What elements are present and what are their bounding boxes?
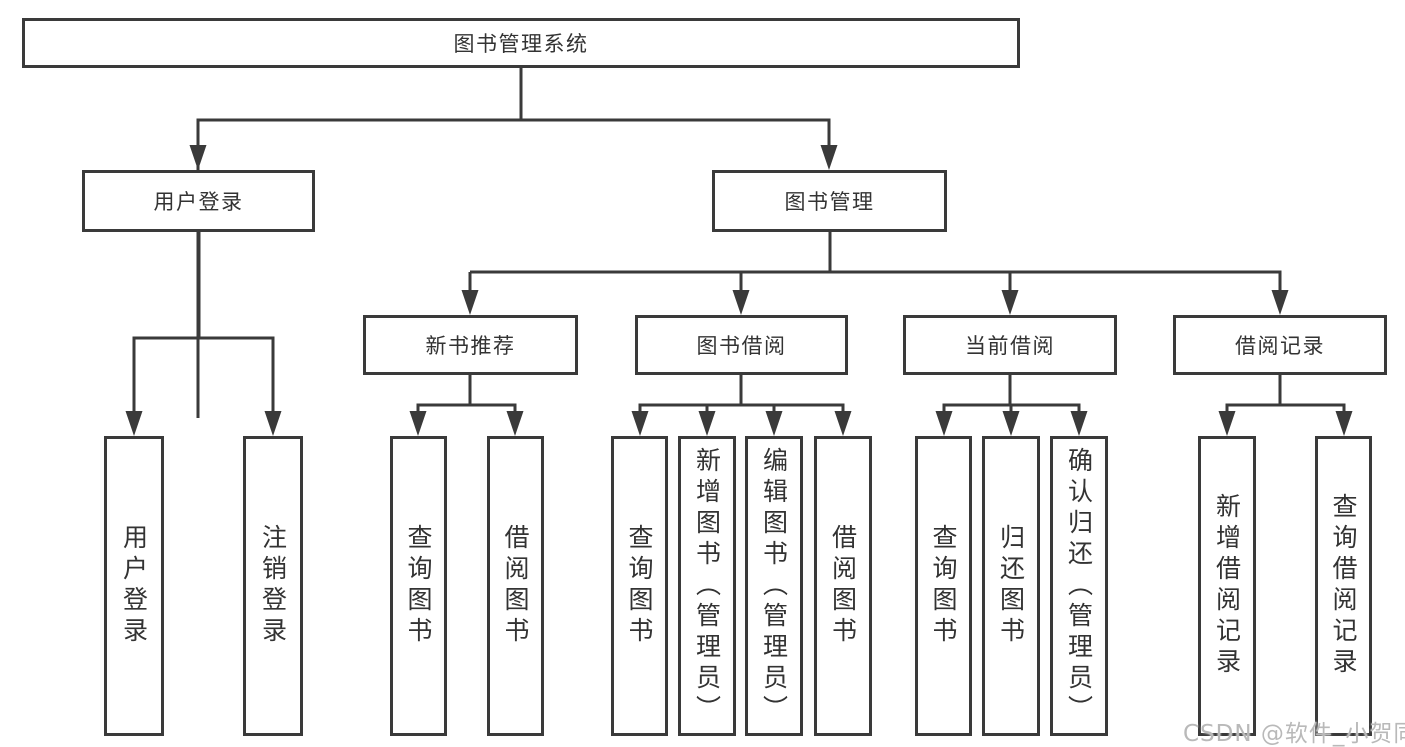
leaf-add-books-admin-label: 新增图书（管理员） — [692, 446, 722, 726]
leaf-confirm-return-admin: 确认归还（管理员） — [1050, 436, 1108, 736]
node-book-borrowing: 图书借阅 — [635, 315, 848, 375]
node-current-borrowing: 当前借阅 — [903, 315, 1117, 375]
node-new-book-recommendation: 新书推荐 — [363, 315, 578, 375]
leaf-logout: 注销登录 — [243, 436, 303, 736]
leaf-return-books: 归还图书 — [982, 436, 1040, 736]
leaf-edit-books-admin-label: 编辑图书（管理员） — [759, 446, 789, 726]
node-book-management: 图书管理 — [712, 170, 947, 232]
leaf-borrow-books-recommend: 借阅图书 — [487, 436, 544, 736]
node-user-login: 用户登录 — [82, 170, 315, 232]
leaf-borrow-books: 借阅图书 — [814, 436, 872, 736]
leaf-borrow-books-recommend-label: 借阅图书 — [501, 524, 530, 648]
leaf-confirm-return-admin-label: 确认归还（管理员） — [1064, 446, 1094, 726]
leaf-return-books-label: 归还图书 — [996, 524, 1026, 648]
leaf-edit-books-admin: 编辑图书（管理员） — [745, 436, 803, 736]
leaf-user-login: 用户登录 — [104, 436, 164, 736]
leaf-query-books-recommend-label: 查询图书 — [404, 524, 433, 648]
leaf-query-books-borrowing: 查询图书 — [611, 436, 668, 736]
leaf-query-books-current-label: 查询图书 — [929, 524, 958, 648]
node-borrowing-records: 借阅记录 — [1173, 315, 1387, 375]
leaf-borrow-books-label: 借阅图书 — [828, 524, 858, 648]
leaf-query-books-recommend: 查询图书 — [390, 436, 447, 736]
leaf-query-borrow-record: 查询借阅记录 — [1315, 436, 1372, 736]
leaf-user-login-label: 用户登录 — [119, 524, 149, 648]
leaf-query-borrow-record-label: 查询借阅记录 — [1329, 493, 1358, 679]
leaf-add-books-admin: 新增图书（管理员） — [678, 436, 736, 736]
csdn-watermark: CSDN @软件_小贺同学 — [1183, 721, 1405, 747]
node-book-management-system: 图书管理系统 — [22, 18, 1020, 68]
leaf-query-books-current: 查询图书 — [915, 436, 972, 736]
leaf-query-books-borrowing-label: 查询图书 — [625, 524, 654, 648]
leaf-logout-label: 注销登录 — [258, 524, 288, 648]
leaf-add-borrow-record-label: 新增借阅记录 — [1212, 493, 1242, 679]
leaf-add-borrow-record: 新增借阅记录 — [1198, 436, 1256, 736]
